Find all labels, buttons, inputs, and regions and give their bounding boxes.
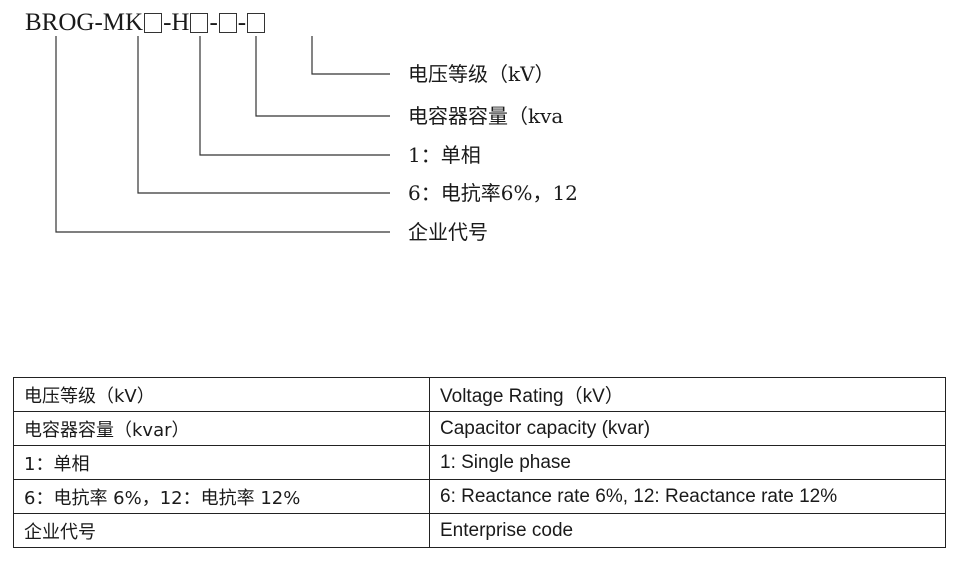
table-row: 6：电抗率 6%，12：电抗率 12% 6: Reactance rate 6%…	[13, 479, 946, 514]
leader-line-phase	[199, 36, 390, 156]
leader-line-reactance	[137, 36, 390, 194]
leader-line-capacity	[255, 36, 390, 117]
table-row: 电容器容量（kvar） Capacitor capacity (kvar)	[13, 411, 946, 446]
table-row: 1：单相 1: Single phase	[13, 445, 946, 480]
table-cell-en: Capacitor capacity (kvar)	[429, 411, 946, 446]
slot-box-capacity	[218, 13, 237, 33]
label-voltage: 电压等级（kV）	[408, 62, 555, 86]
table-cell-cn: 电压等级（kV）	[13, 377, 430, 412]
code-prefix: BROG-MK	[25, 9, 144, 36]
code-sep: -	[209, 9, 218, 36]
label-reactance: 6：电抗率6%，12	[408, 181, 578, 205]
table-cell-en: 6: Reactance rate 6%, 12: Reactance rate…	[429, 479, 946, 514]
leader-lines	[55, 36, 390, 233]
leader-line-voltage	[311, 36, 390, 75]
table-cell-en: 1: Single phase	[429, 445, 946, 480]
spec-table: 电压等级（kV） Voltage Rating（kV） 电容器容量（kvar） …	[13, 377, 946, 548]
model-code-diagram: BROG-MK-H-- 电压等级（kV） 电容器容量（kva 1：单相 6：电抗…	[25, 8, 578, 244]
label-capacity: 电容器容量（kva	[408, 104, 564, 128]
table-cell-en: Enterprise code	[429, 513, 946, 548]
label-enterprise: 企业代号	[408, 220, 488, 244]
code-sep: -	[237, 9, 247, 36]
table-cell-cn: 企业代号	[13, 513, 430, 548]
leader-line-enterprise	[55, 36, 390, 233]
label-phase: 1：单相	[408, 143, 481, 167]
model-code: BROG-MK-H--	[25, 8, 266, 38]
slot-box-reactance	[144, 13, 163, 33]
table-cell-cn: 电容器容量（kvar）	[13, 411, 430, 446]
slot-box-voltage	[247, 13, 266, 33]
table-row: 企业代号 Enterprise code	[13, 513, 946, 548]
table-row: 电压等级（kV） Voltage Rating（kV）	[13, 377, 946, 412]
table-cell-cn: 1：单相	[13, 445, 430, 480]
slot-box-phase	[190, 13, 209, 33]
code-mid: -H	[163, 9, 190, 36]
table-cell-cn: 6：电抗率 6%，12：电抗率 12%	[13, 479, 430, 514]
table-cell-en: Voltage Rating（kV）	[429, 377, 946, 412]
